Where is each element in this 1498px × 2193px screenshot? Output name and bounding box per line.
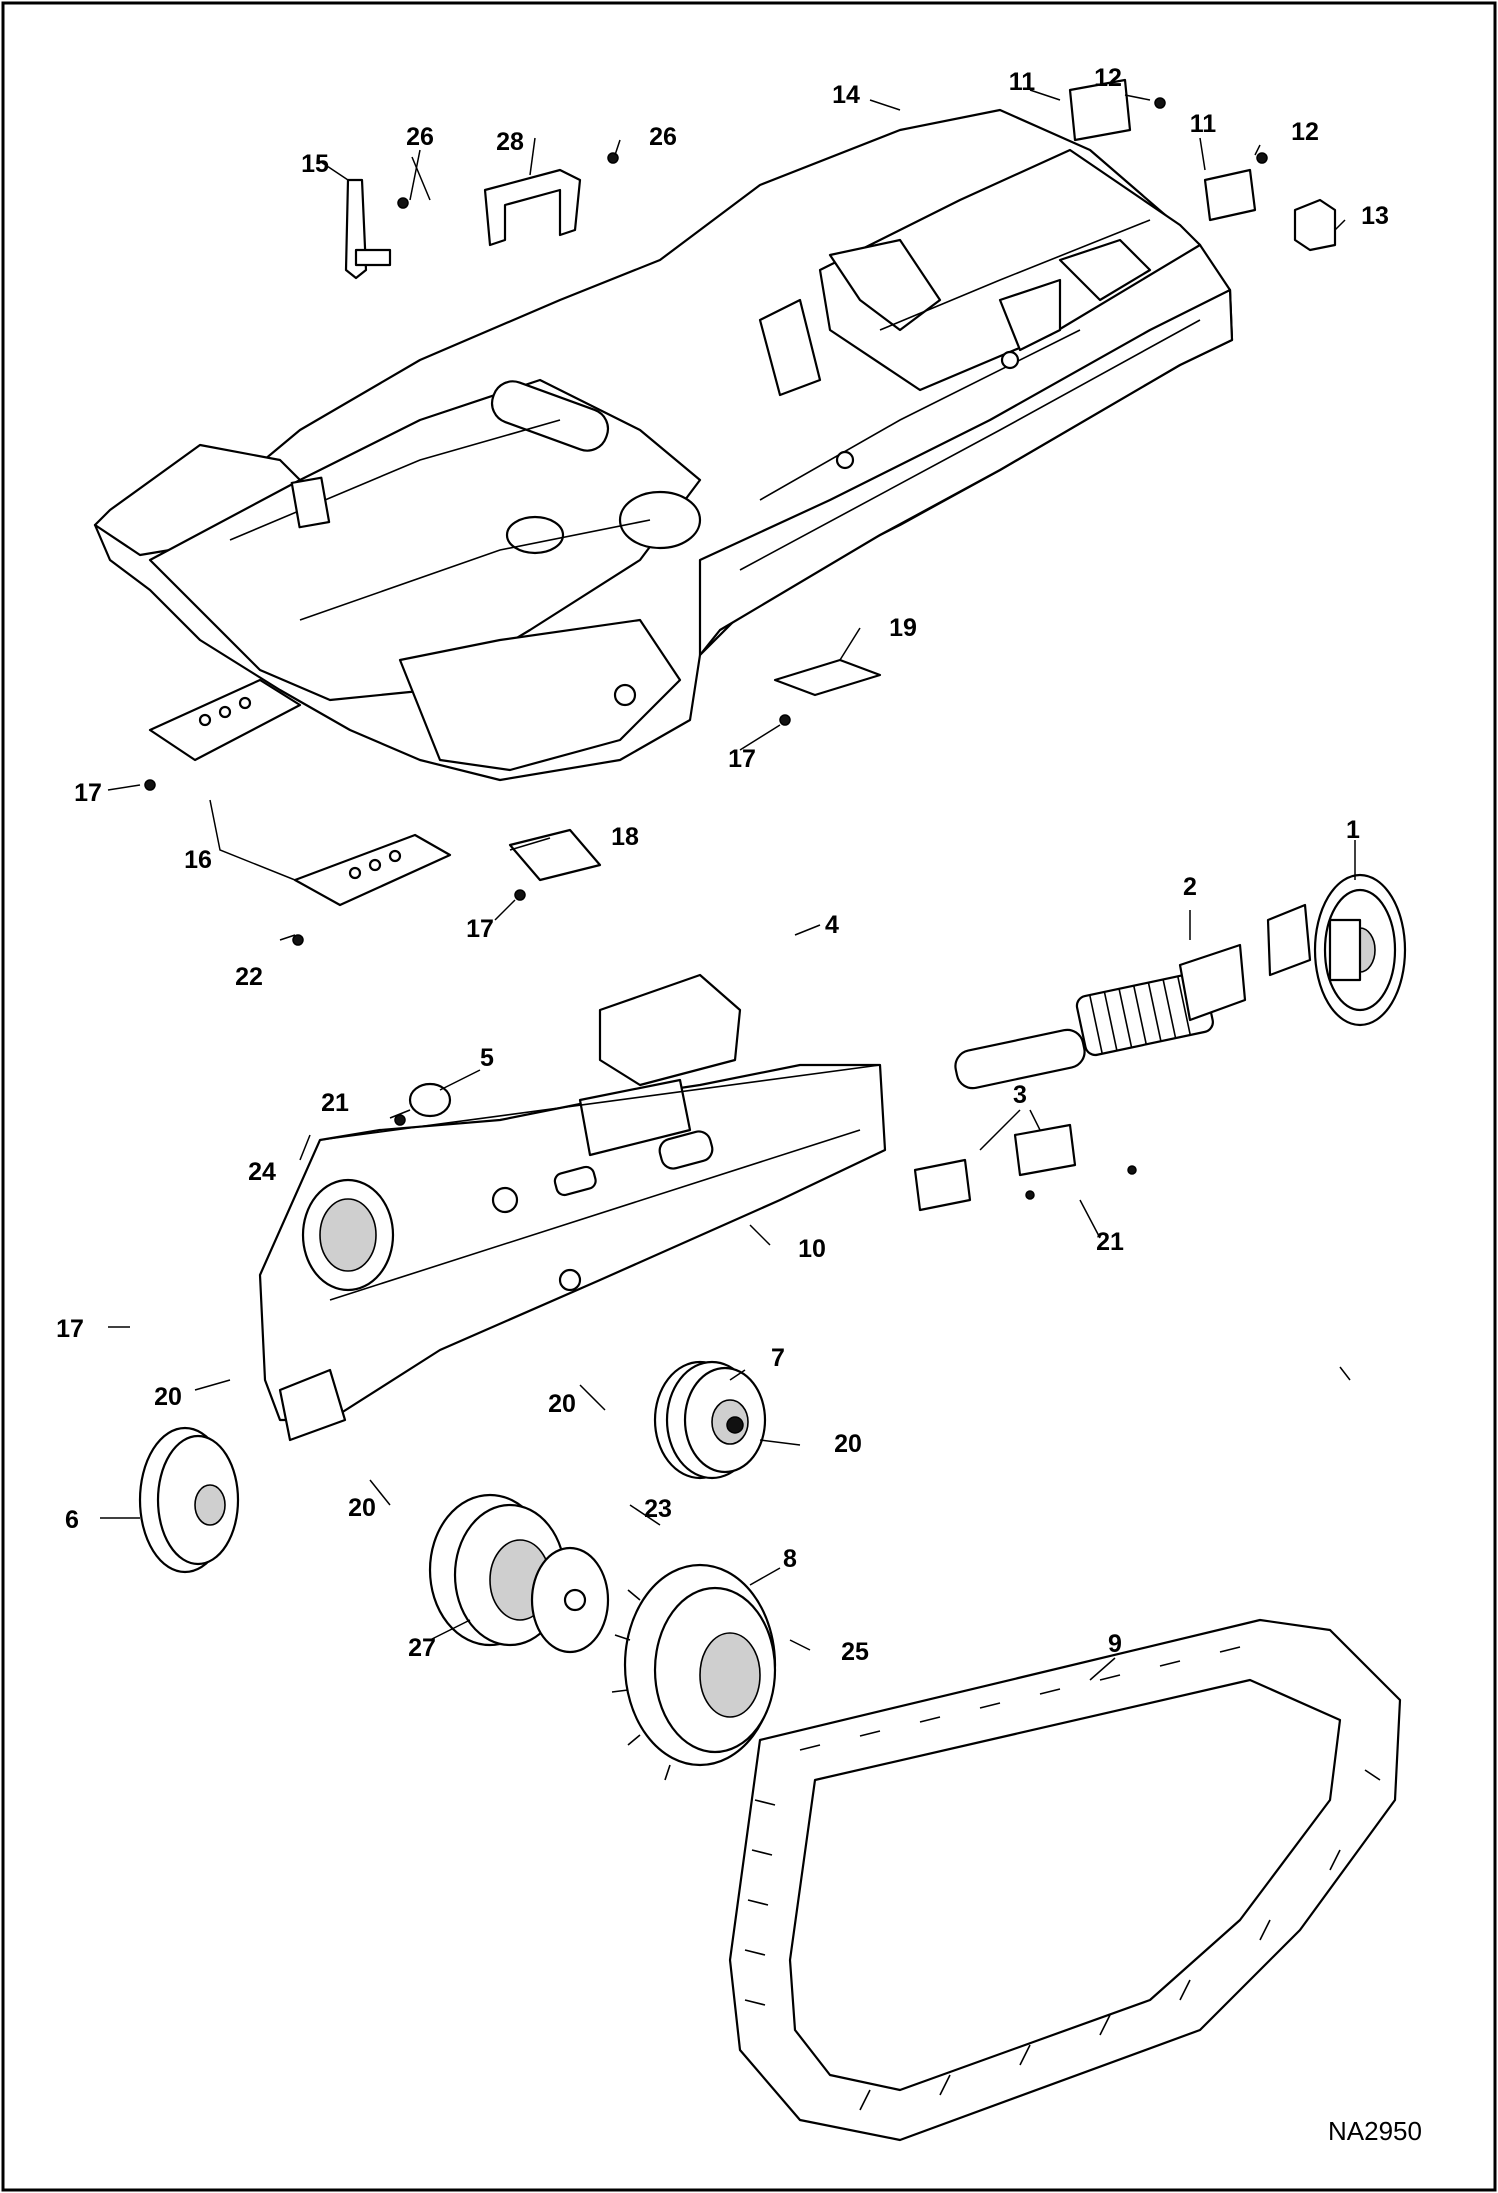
callout-17d: 17: [56, 1315, 84, 1343]
drawing-code: NA2950: [1328, 2116, 1422, 2146]
cover-plate-11b-part: [1203, 168, 1257, 222]
callout-2: 2: [1183, 873, 1197, 901]
callout-22: 22: [235, 963, 263, 991]
hardware-dots: [144, 97, 1268, 1200]
front-idler-part: [1266, 873, 1407, 1027]
rubber-track-part: [728, 1618, 1402, 2142]
cover-5-part: [408, 1082, 452, 1118]
callout-12a: 12: [1094, 64, 1122, 92]
drive-motor-part: [428, 1493, 610, 1654]
callout-26b: 26: [649, 123, 677, 151]
callout-27: 27: [408, 1634, 436, 1662]
callout-19: 19: [889, 614, 917, 642]
callout-14: 14: [832, 81, 860, 109]
callout-13: 13: [1361, 202, 1389, 230]
track-tensioner-part: [954, 943, 1247, 1090]
callouts: 1 2 3 4 5 6 7 8 9 10 11 11 12 12 13 14 1…: [56, 64, 1389, 1666]
callout-25: 25: [841, 1638, 869, 1666]
callout-21b: 21: [1096, 1228, 1124, 1256]
leader-lines: [100, 89, 1356, 1681]
callout-1: 1: [1346, 816, 1360, 844]
rear-idler-wheel-part: [138, 1426, 240, 1574]
callout-8: 8: [783, 1545, 797, 1573]
callout-24: 24: [248, 1158, 276, 1186]
callout-17a: 17: [74, 779, 102, 807]
callout-5: 5: [480, 1044, 494, 1072]
shield-plates-3-part: [913, 1123, 1077, 1212]
callout-6: 6: [65, 1506, 79, 1534]
callout-3: 3: [1013, 1081, 1027, 1109]
cover-plate-11a-part: [1068, 78, 1132, 142]
callout-28: 28: [496, 128, 524, 156]
callout-20c: 20: [834, 1430, 862, 1458]
callout-20d: 20: [348, 1494, 376, 1522]
callout-4: 4: [825, 911, 839, 939]
callout-20a: 20: [154, 1383, 182, 1411]
track-roller-part: [653, 1360, 767, 1480]
callout-16: 16: [184, 846, 212, 874]
callout-17b: 17: [466, 915, 494, 943]
callout-23: 23: [644, 1495, 672, 1523]
track-frame-part: [258, 973, 887, 1442]
clip-13-part: [1293, 198, 1337, 252]
bracket-28-part: [483, 168, 582, 247]
drive-sprocket-part: [611, 1563, 777, 1781]
callout-7: 7: [771, 1344, 785, 1372]
callout-12b: 12: [1291, 118, 1319, 146]
callout-26a: 26: [406, 123, 434, 151]
plate-19-part: [773, 658, 882, 697]
plate-16-upper-part: [148, 678, 302, 762]
callout-21a: 21: [321, 1089, 349, 1117]
main-frame-part: [93, 108, 1234, 782]
callout-20b: 20: [548, 1390, 576, 1418]
bracket-15-part: [344, 178, 392, 280]
callout-11a: 11: [1009, 68, 1036, 96]
callout-17c: 17: [728, 745, 756, 773]
callout-15: 15: [301, 150, 329, 178]
callout-10: 10: [798, 1235, 826, 1263]
plate-16-lower-part: [293, 833, 452, 907]
callout-11b: 11: [1190, 110, 1217, 138]
callout-18: 18: [611, 823, 639, 851]
plate-18-part: [508, 828, 602, 882]
callout-9: 9: [1108, 1630, 1122, 1658]
